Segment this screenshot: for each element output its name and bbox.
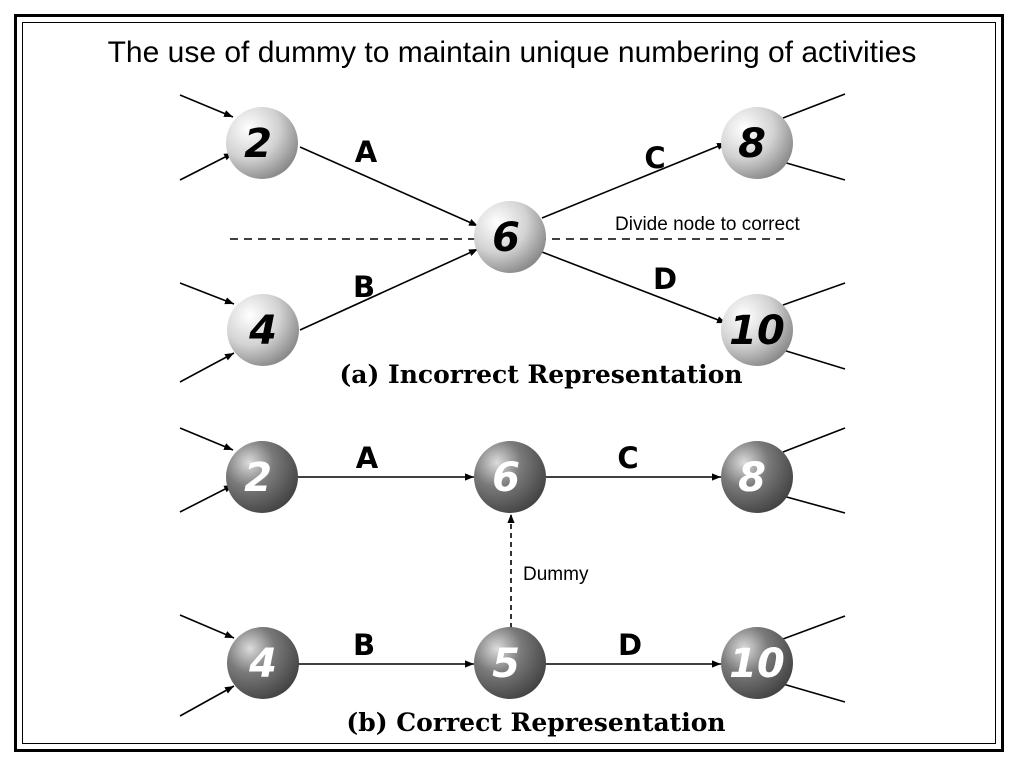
node-2: 2 (226, 107, 298, 179)
dummy-label: Dummy (523, 564, 589, 585)
stub-arrow (179, 484, 234, 513)
edge-a-label: A (355, 135, 378, 169)
node-8-label: 8 (738, 455, 766, 501)
edge-a-arrow (299, 146, 479, 227)
correct-representation: 2 6 8 4 5 10 A C B D Dummy (b) Correct R… (179, 427, 846, 737)
stub-line (782, 615, 846, 640)
node-8: 8 (721, 441, 793, 513)
node-10: 10 (721, 294, 793, 366)
edge-b-label: B (353, 628, 375, 662)
stub-line (782, 427, 846, 453)
stub-arrow (179, 685, 235, 717)
node-4-label: 4 (248, 641, 277, 687)
stub-line (782, 683, 846, 703)
stub-line (782, 495, 846, 514)
node-4: 4 (227, 627, 299, 699)
node-2-label: 2 (244, 121, 272, 167)
stub-line (782, 161, 846, 181)
edge-b-arrow (299, 248, 479, 331)
edge-d-arrow (541, 251, 727, 324)
stub-arrow (179, 614, 235, 639)
outer-frame (14, 14, 1004, 752)
node-10: 10 (721, 627, 793, 699)
divide-note: Divide node to correct (615, 214, 801, 235)
slide-title: The use of dummy to maintain unique numb… (107, 36, 917, 69)
node-8: 8 (721, 107, 793, 179)
inner-frame (22, 22, 996, 744)
stub-line (782, 93, 846, 119)
edge-c-label: C (644, 141, 665, 175)
edge-b-label: B (353, 270, 375, 304)
edge-c-label: C (617, 441, 638, 475)
node-4: 4 (227, 294, 299, 366)
caption-incorrect: (a) Incorrect Representation (339, 360, 742, 389)
node-6: 6 (474, 201, 546, 273)
edge-d-label: D (653, 262, 677, 296)
node-5-label: 5 (492, 641, 520, 687)
caption-correct: (b) Correct Representation (346, 708, 725, 737)
node-6-label: 6 (492, 215, 520, 261)
edge-c-arrow (541, 142, 727, 219)
stub-line (782, 282, 846, 306)
edge-d-label: D (618, 628, 642, 662)
stub-arrow (179, 282, 235, 305)
node-5: 5 (474, 627, 546, 699)
node-6-label: 6 (492, 455, 520, 501)
edge-a-label: A (356, 441, 379, 475)
node-10-label: 10 (729, 308, 785, 354)
stub-arrow (179, 427, 234, 451)
node-10-label: 10 (729, 641, 785, 687)
node-6: 6 (474, 441, 546, 513)
stub-arrow (179, 352, 235, 383)
node-2-label: 2 (244, 455, 272, 501)
stub-arrow (179, 94, 234, 118)
node-8-label: 8 (738, 121, 766, 167)
node-2: 2 (226, 441, 298, 513)
stub-arrow (179, 152, 234, 181)
node-4-label: 4 (248, 308, 277, 354)
stub-line (782, 349, 846, 370)
incorrect-representation: 2 6 8 4 10 A B C D Divide node to correc… (179, 93, 846, 389)
